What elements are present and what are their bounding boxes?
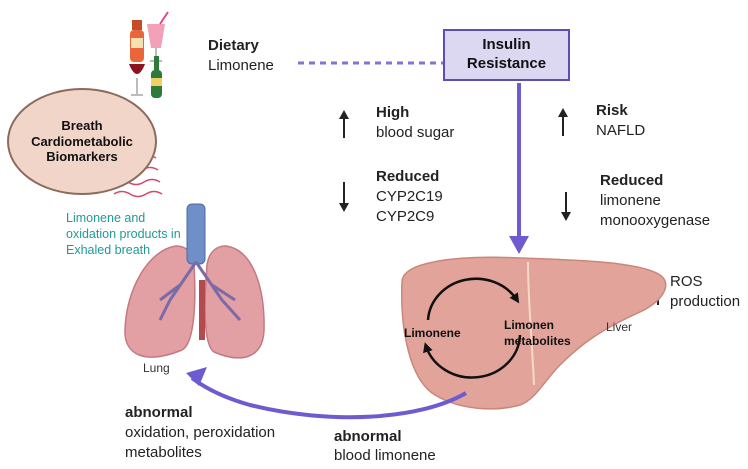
lung-illustration bbox=[124, 203, 265, 359]
cycle-arrow-top bbox=[426, 277, 520, 321]
liver-metab-line1: Limonen bbox=[504, 318, 554, 332]
risk-subtitle: NAFLD bbox=[596, 122, 646, 139]
dietary-title: Dietary bbox=[208, 37, 259, 54]
breath-line3: Biomarkers bbox=[46, 149, 118, 165]
risk-title: Risk bbox=[596, 102, 628, 119]
dietary-subtitle: Limonene bbox=[208, 57, 274, 74]
abnormal-blood-title: abnormal bbox=[334, 428, 402, 445]
down-arrow-reduced-mono-icon bbox=[561, 192, 571, 221]
abnormal-oxidation-title: abnormal bbox=[125, 404, 193, 421]
reduced-mono-line2: monooxygenase bbox=[600, 212, 711, 229]
drinks-icon bbox=[129, 11, 169, 98]
liver-limonene-label: Limonene bbox=[404, 326, 461, 340]
breath-line2: Cardiometabolic bbox=[31, 133, 133, 149]
lung-label: Lung bbox=[143, 361, 170, 375]
ros-line1: ROS bbox=[670, 273, 703, 290]
reduced-cyp-title: Reduced bbox=[376, 168, 440, 185]
high-subtitle: blood sugar bbox=[376, 124, 455, 141]
insulin-resistance-box: Insulin Resistance bbox=[443, 29, 570, 81]
insulin-box-line2: Resistance bbox=[466, 55, 547, 72]
breath-biomarkers-circle: Breath Cardiometabolic Biomarkers bbox=[7, 88, 157, 195]
liver-label: Liver bbox=[606, 320, 633, 334]
liver-metab-line2: metabolites bbox=[504, 334, 571, 348]
reduced-cyp-line1: CYP2C19 bbox=[376, 188, 443, 205]
up-arrow-risk-icon bbox=[558, 108, 568, 136]
cycle-arrow-bottom bbox=[423, 334, 522, 379]
exhaled-line1: Limonene and bbox=[66, 211, 146, 225]
up-arrow-high-icon bbox=[339, 110, 349, 138]
insulin-to-liver-arrowhead bbox=[509, 236, 529, 254]
liver-to-lung-arrowhead bbox=[186, 367, 207, 386]
exhaled-line3: Exhaled breath bbox=[66, 243, 151, 257]
abnormal-blood-subtitle: blood limonene bbox=[334, 447, 436, 464]
exhaled-line2: oxidation products in bbox=[66, 227, 181, 241]
abnormal-oxidation-line1: oxidation, peroxidation bbox=[125, 424, 276, 441]
down-arrow-reduced-cyp-icon bbox=[339, 182, 349, 212]
reduced-mono-line1: limonene bbox=[600, 192, 661, 209]
ros-line2: production bbox=[670, 293, 741, 310]
liver-illustration bbox=[401, 256, 667, 410]
reduced-cyp-line2: CYP2C9 bbox=[376, 208, 435, 225]
liver-to-lung-arrow-shaft bbox=[190, 376, 468, 420]
high-title: High bbox=[376, 104, 410, 121]
insulin-box-line1: Insulin bbox=[482, 36, 531, 54]
breath-line1: Breath bbox=[61, 118, 103, 134]
abnormal-oxidation-line2: metabolites bbox=[125, 444, 202, 461]
reduced-mono-title: Reduced bbox=[600, 172, 664, 189]
